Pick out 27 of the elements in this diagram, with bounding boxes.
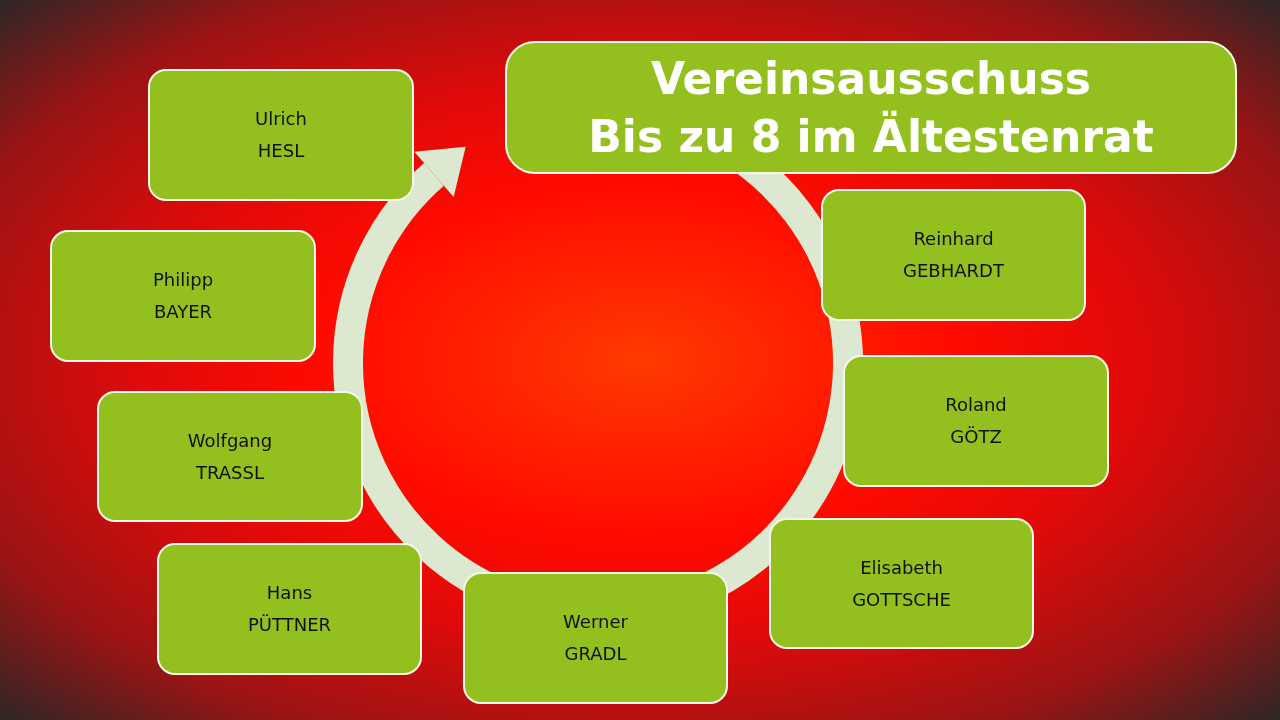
surname-text: GRADL bbox=[564, 642, 627, 666]
first-name-text: Philipp bbox=[152, 268, 214, 292]
first-name-text: Hans bbox=[266, 581, 313, 605]
surname-text: BAYER bbox=[153, 300, 213, 324]
first-name-text: Ulrich bbox=[255, 107, 307, 131]
name-card bbox=[843, 355, 1109, 487]
title-text: Vereinsausschuss bbox=[650, 51, 1092, 106]
name-card bbox=[821, 189, 1086, 321]
surname-text: GEBHARDT bbox=[903, 259, 1004, 283]
first-name-text: Wolfgang bbox=[187, 428, 273, 453]
name-card bbox=[97, 391, 363, 522]
name-card bbox=[50, 230, 316, 362]
surname-text: GÖTZ bbox=[950, 425, 1002, 449]
first-name-text: Reinhard bbox=[913, 227, 994, 251]
name-card bbox=[157, 543, 422, 675]
surname-text: GOTTSCHE bbox=[852, 587, 951, 612]
subtitle-text: Bis zu 8 im Ältestenrat bbox=[588, 109, 1154, 164]
name-card bbox=[463, 572, 728, 704]
name-card bbox=[148, 69, 414, 201]
first-name-text: Roland bbox=[945, 393, 1007, 417]
first-name-text: Elisabeth bbox=[860, 555, 943, 580]
title-banner bbox=[505, 41, 1237, 174]
name-card bbox=[769, 518, 1034, 649]
surname-text: PÜTTNER bbox=[247, 613, 332, 637]
surname-text: TRASSL bbox=[196, 460, 264, 485]
first-name-text: Werner bbox=[563, 610, 628, 634]
surname-text: HESL bbox=[257, 139, 305, 163]
